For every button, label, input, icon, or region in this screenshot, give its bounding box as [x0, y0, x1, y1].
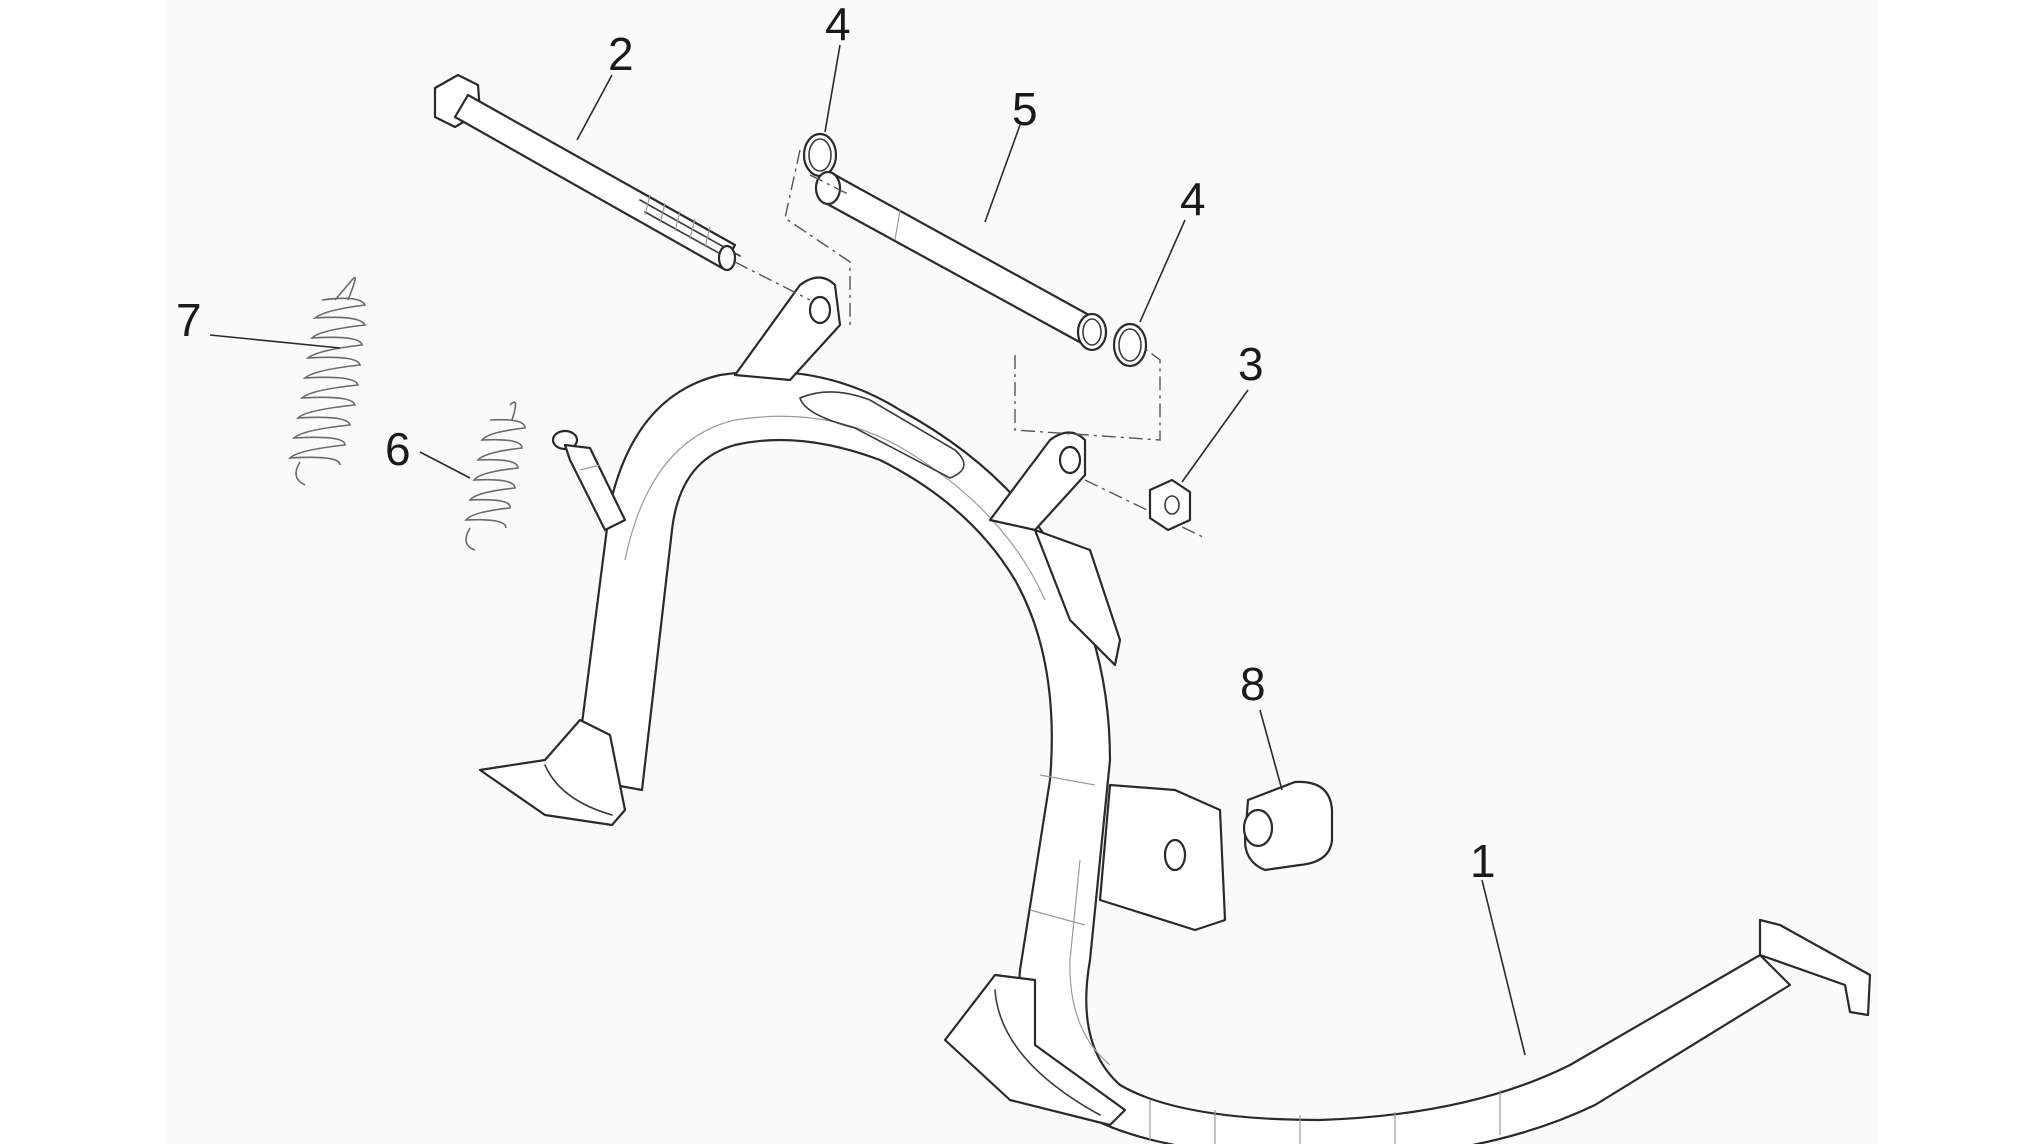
alignment-axis-right — [1084, 479, 1206, 539]
alignment-box-left-inner — [809, 174, 851, 196]
right-margin — [1877, 0, 2044, 1144]
washer-left-part: 4 — [802, 0, 851, 178]
alignment-box-right — [1014, 344, 1161, 441]
rubber-stop-part: 8 — [1240, 658, 1334, 872]
callout-4b-label: 4 — [1180, 173, 1206, 225]
large-spring-part: 7 — [176, 276, 367, 486]
left-margin — [0, 0, 165, 1144]
alignment-box-left — [784, 149, 851, 330]
bushing-part: 5 — [814, 83, 1108, 352]
nut-part: 3 — [1148, 338, 1264, 532]
small-spring-part: 6 — [385, 401, 526, 551]
callout-3-label: 3 — [1238, 338, 1264, 390]
bolt-part: 2 — [433, 28, 811, 301]
callout-7-label: 7 — [176, 294, 202, 346]
center-stand-part: 1 — [478, 276, 1872, 1144]
callout-2-label: 2 — [608, 28, 634, 80]
pivot-pin-part — [551, 429, 627, 532]
callout-5-label: 5 — [1012, 83, 1038, 135]
callout-1-label: 1 — [1470, 835, 1496, 887]
callout-8-label: 8 — [1240, 658, 1266, 710]
callout-6-label: 6 — [385, 423, 411, 475]
callout-4a-label: 4 — [825, 0, 851, 50]
washer-right-part: 4 — [1112, 173, 1206, 368]
